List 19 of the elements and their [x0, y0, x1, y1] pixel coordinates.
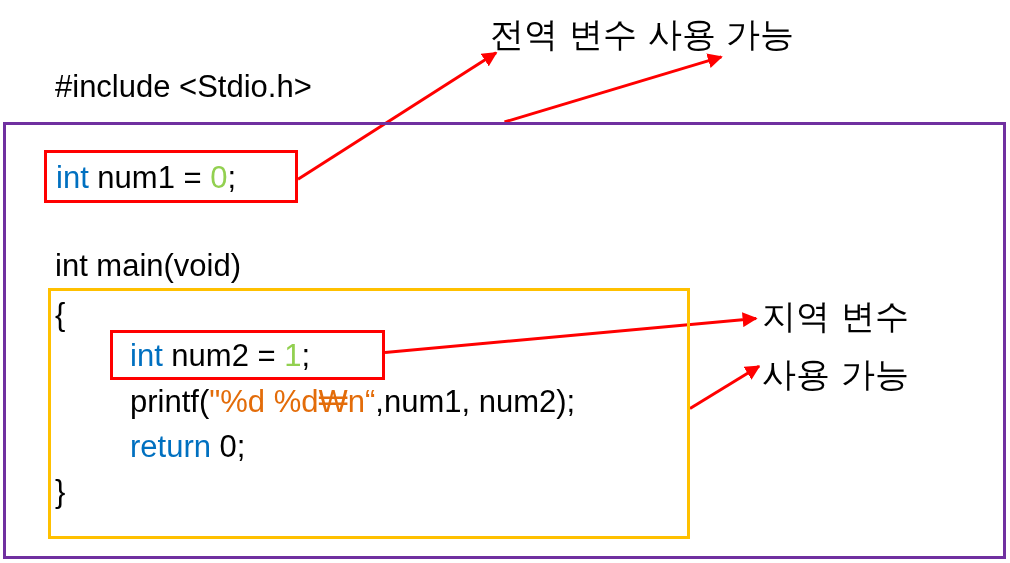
- arrow: [297, 51, 498, 181]
- code-line: return 0;: [130, 428, 246, 466]
- code-line: int num2 = 1;: [130, 337, 311, 375]
- code-line: #include <Stdio.h>: [55, 68, 312, 106]
- annotation-text: 사용 가능: [762, 354, 909, 395]
- arrow: [689, 364, 761, 410]
- scope-frame: [48, 288, 690, 539]
- annotation-text: 전역 변수 사용 가능: [490, 14, 795, 55]
- scope-frame: [3, 122, 1006, 559]
- code-line: printf("%d %d₩n“,num1, num2);: [130, 383, 576, 421]
- code-line: {: [55, 296, 66, 334]
- arrow: [504, 53, 723, 124]
- highlight-box: [44, 150, 298, 203]
- code-line: int main(void): [55, 247, 242, 285]
- highlight-box: [110, 330, 385, 380]
- arrow: [384, 312, 758, 354]
- code-line: int num1 = 0;: [56, 159, 237, 197]
- annotation-text: 지역 변수: [762, 296, 909, 337]
- code-line: }: [55, 473, 66, 511]
